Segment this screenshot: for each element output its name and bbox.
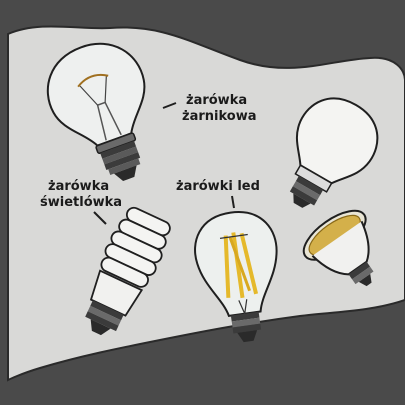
label-incandescent-line2: żarnikowa (182, 109, 256, 124)
label-led: żarówki led (176, 179, 260, 194)
label-fluorescent-line1: żarówka (48, 179, 109, 194)
label-incandescent-line1: żarówka (186, 93, 247, 108)
label-fluorescent-line2: świetlówka (40, 195, 122, 210)
